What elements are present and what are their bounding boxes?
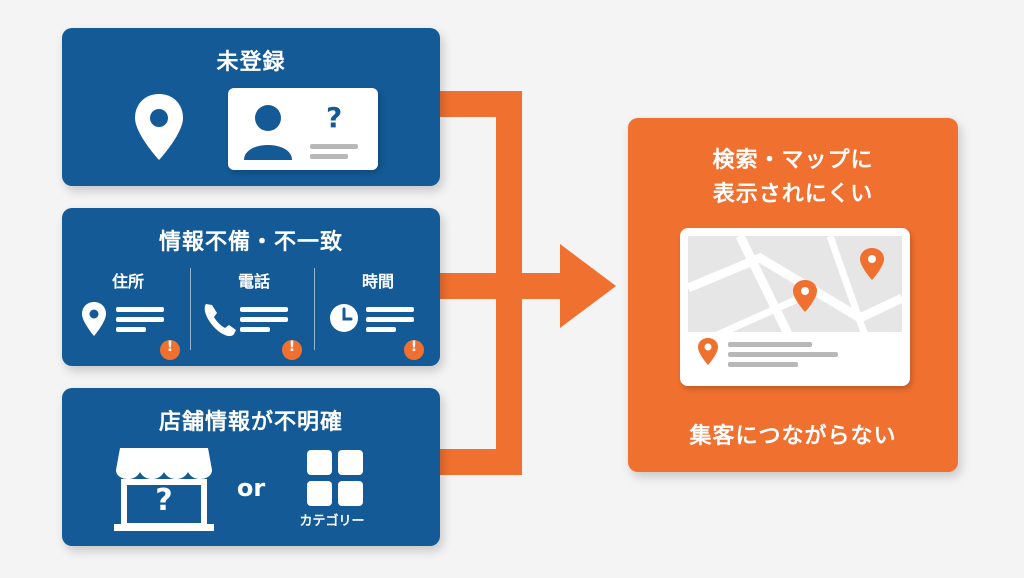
column-label-hours: 時間: [361, 272, 394, 291]
category-label: カテゴリー: [299, 514, 365, 529]
profile-card-icon: ?: [228, 88, 378, 170]
column-divider: [314, 268, 315, 350]
card-title-unclear: 店舗情報が不明確: [158, 410, 343, 435]
info-columns: 住所 ! 電話: [62, 262, 440, 362]
question-mark-icon: ?: [155, 483, 173, 518]
storefront-icon: [114, 448, 214, 531]
result-footer: 集客につながらない: [689, 424, 897, 449]
column-address: 住所 !: [66, 262, 190, 362]
arrow-head: [560, 244, 616, 328]
connector-bottom: [440, 286, 522, 475]
map-pin-icon: [860, 248, 884, 280]
card-inconsistent: 情報不備・不一致 住所 ! 電話: [62, 208, 440, 366]
clock-icon: [330, 304, 424, 360]
result-title-line2: 表示されにくい: [712, 182, 874, 207]
map-icon: [680, 228, 910, 386]
category-grid-icon: [307, 450, 363, 506]
column-label-address: 住所: [111, 272, 144, 291]
column-label-phone: 電話: [237, 272, 270, 291]
alert-icon: [160, 340, 180, 360]
or-text: or: [236, 474, 266, 502]
column-phone: 電話 !: [192, 262, 316, 362]
profile-line: [310, 144, 358, 149]
column-divider: [190, 268, 191, 350]
location-pin-icon: [135, 94, 183, 160]
alert-mark: !: [166, 339, 174, 355]
alert-icon: [282, 340, 302, 360]
question-mark-icon: ?: [326, 101, 343, 134]
map-pin-icon: [793, 280, 817, 312]
location-pin-icon: [82, 302, 180, 360]
card-title-unregistered: 未登録: [216, 50, 286, 75]
alert-mark: !: [288, 339, 296, 355]
profile-line: [310, 154, 348, 159]
card-unregistered: 未登録 ?: [62, 28, 440, 186]
result-title: 検索・マップに 表示されにくい: [628, 144, 958, 212]
phone-icon: [204, 304, 302, 360]
result-title-line1: 検索・マップに: [712, 148, 874, 173]
alert-mark: !: [410, 339, 418, 355]
card-unclear: 店舗情報が不明確 ? or カテゴリー: [62, 388, 440, 546]
connector-top: [440, 91, 522, 286]
card-result: 検索・マップに 表示されにくい: [628, 118, 958, 472]
card-title-inconsistent: 情報不備・不一致: [158, 230, 343, 255]
alert-icon: [404, 340, 424, 360]
column-hours: 時間 !: [316, 262, 440, 362]
avatar-head: [255, 105, 281, 131]
avatar-body: [244, 145, 292, 160]
map-pin-icon: [698, 338, 718, 365]
